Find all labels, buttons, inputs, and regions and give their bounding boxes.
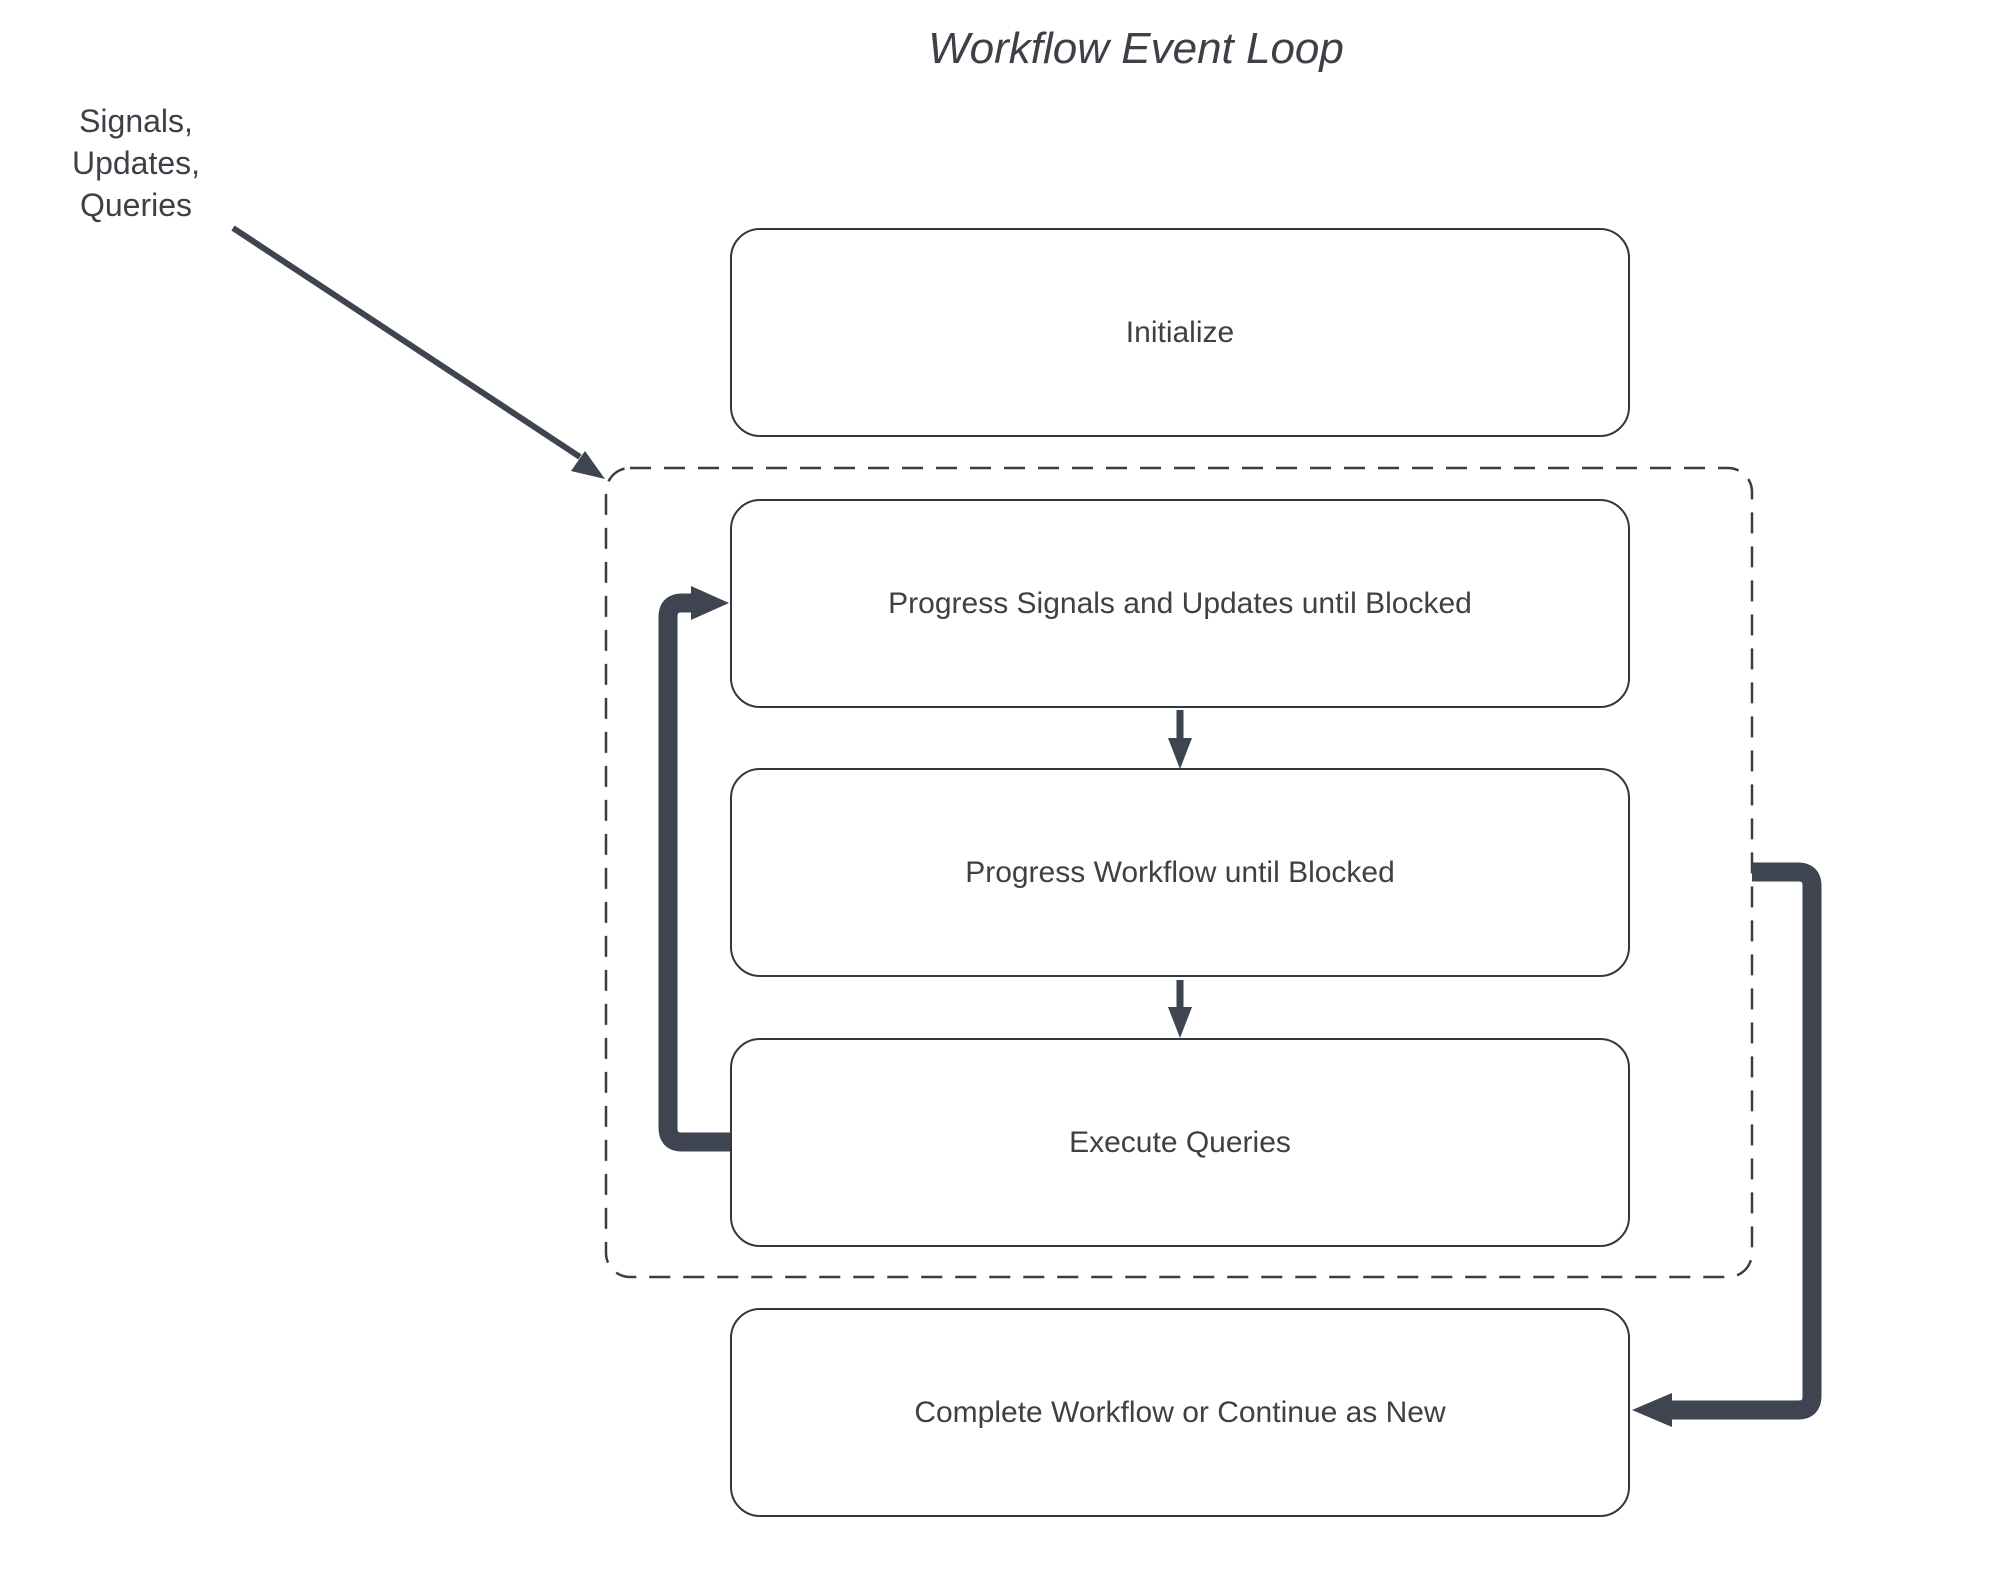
continue-arrow-line: [1670, 862, 1822, 1420]
node-initialize: Initialize: [730, 228, 1630, 437]
loop-back-arrow: [658, 586, 730, 1152]
down-arrow-2-head-icon: [1168, 1007, 1192, 1038]
node-complete: Complete Workflow or Continue as New: [730, 1308, 1630, 1517]
signals-input-arrowhead-icon: [571, 451, 605, 479]
node-execute-queries: Execute Queries: [730, 1038, 1630, 1247]
diagram-title: Workflow Event Loop: [928, 24, 1344, 73]
signals-input-arrow-line: [231, 225, 582, 460]
node-progress-signals: Progress Signals and Updates until Block…: [730, 499, 1630, 708]
down-arrow-2: [1168, 980, 1192, 1038]
continue-arrow: [1632, 862, 1822, 1427]
down-arrow-1: [1168, 710, 1192, 769]
node-progress-workflow-label: Progress Workflow until Blocked: [965, 855, 1395, 889]
continue-arrowhead-icon: [1632, 1393, 1672, 1427]
node-initialize-label: Initialize: [1125, 315, 1235, 349]
node-complete-label: Complete Workflow or Continue as New: [914, 1395, 1446, 1429]
node-progress-signals-label: Progress Signals and Updates until Block…: [888, 586, 1472, 620]
down-arrow-1-head-icon: [1168, 738, 1192, 769]
node-execute-queries-label: Execute Queries: [1069, 1125, 1291, 1159]
signals-input-arrow: [231, 225, 605, 479]
node-progress-workflow: Progress Workflow until Blocked: [730, 768, 1630, 977]
loop-back-arrow-line: [658, 593, 730, 1152]
loop-back-arrowhead-icon: [691, 586, 729, 620]
signals-updates-queries-label: Signals, Updates, Queries: [71, 103, 201, 223]
